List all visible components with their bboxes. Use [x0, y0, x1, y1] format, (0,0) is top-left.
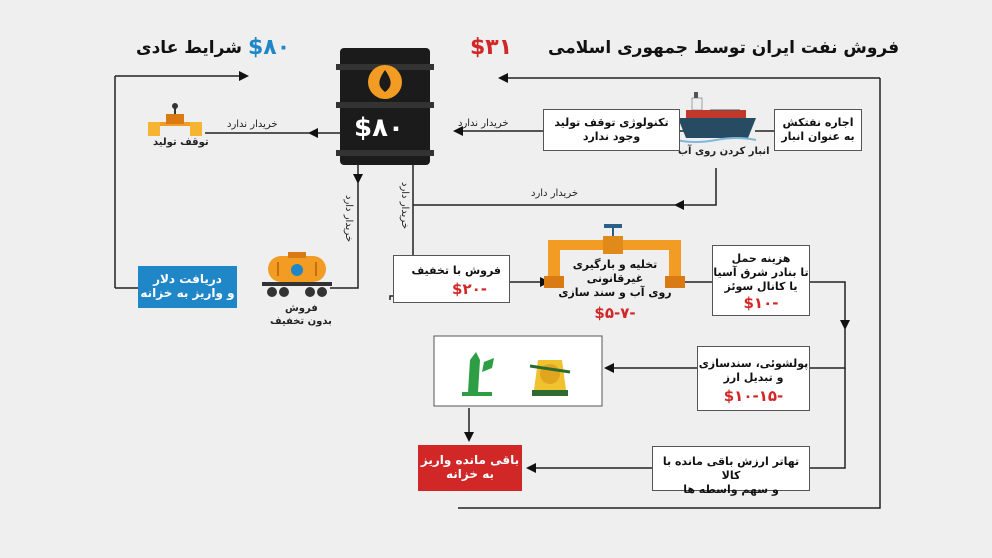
laundering-line2: و تبدیل ارز [723, 371, 784, 384]
no-buyer-left-label: خریدار ندارد [227, 119, 278, 130]
unload-text-block: تخلیه و بارگیری غیرقانونی روی آب و سند س… [548, 258, 682, 322]
laundering-line1: پولشوئی، سندسازی [698, 357, 809, 370]
hezbollah-flag-icon [458, 348, 494, 398]
sale-no-discount-line2: بدون تخفیف [270, 316, 332, 327]
connector-to-barter [810, 368, 846, 469]
kataib-hezbollah-emblem-icon [529, 360, 571, 396]
transport-box: هزینه حمل تا بنادر شرق آسیا یا کانال سوئ… [712, 245, 810, 316]
connector-to-laundering [810, 328, 846, 369]
has-buyer-vertical-label-1: خریدار دارد [343, 195, 354, 243]
tech-stop-box: تکنولوژی توقف تولید وجود ندارد [543, 109, 680, 151]
normal-conditions-label: شرایط عادی [136, 38, 242, 58]
unload-price: -$۵-۷ [594, 304, 636, 322]
oil-truck-icon [262, 252, 332, 297]
tech-stop-line2: وجود ندارد [582, 130, 641, 143]
connector-outer-loop [458, 78, 881, 509]
discount-sale-price: -$۲۰ [452, 280, 487, 298]
transport-price: -$۱۰ [743, 294, 779, 312]
oil-barrel-icon [336, 48, 434, 165]
laundering-box: پولشوئی، سندسازی و تبدیل ارز -$۱۰-۱۵ [697, 346, 810, 411]
tanker-lease-line1: اجاره نفتکش [782, 116, 854, 129]
pipeline-icon [544, 224, 685, 288]
tanker-ship-icon [675, 92, 757, 143]
no-buyer-right-label: خریدار ندارد [458, 118, 509, 129]
valve-icon [148, 103, 202, 136]
iran-price: $۳۱ [470, 35, 513, 60]
discount-sale-box: فروش با تخفیف -$۲۰ [393, 255, 510, 303]
has-buyer-vertical-label-2: خریدار دارد [399, 182, 410, 230]
connectors [114, 71, 881, 509]
transport-line2: تا بنادر شرق آسیا [713, 266, 809, 279]
unload-line2: روی آب و سند سازی [558, 286, 672, 299]
remaining-treasury-box: باقی مانده واریز به خزانه [418, 445, 522, 491]
dollar-treasury-line1: دریافت دلار [153, 272, 222, 286]
normal-price: $۸۰ [248, 35, 291, 60]
dollar-treasury-line2: و واریز به خزانه [140, 286, 235, 300]
barrel-price: $۸۰ [354, 113, 404, 143]
transport-line1: هزینه حمل [731, 252, 791, 265]
connector-ship-down [674, 168, 717, 210]
proxy-logos-panel [433, 335, 603, 407]
barter-box: تهاتر ارزش باقی مانده با کالا و سهم واسط… [652, 446, 810, 496]
barter-line2: و سهم واسطه ها [683, 483, 779, 496]
connector-barrel-down-sale [330, 182, 359, 289]
tanker-lease-line2: به عنوان انبار [781, 130, 855, 143]
tanker-lease-box: اجاره نفتکش به عنوان انبار [774, 109, 862, 151]
barter-line1: تهاتر ارزش باقی مانده با کالا [662, 455, 800, 482]
transport-line3: یا کانال سوئز [724, 280, 798, 293]
laundering-price: -$۱۰-۱۵ [723, 387, 784, 405]
remaining-treasury-line2: به خزانه [446, 467, 494, 481]
dollar-treasury-box: دریافت دلار و واریز به خزانه [138, 266, 237, 308]
connector-transport-down [810, 281, 850, 330]
discount-sale-text: فروش با تخفیف [411, 264, 501, 277]
has-buyer-horizontal-label: خریدار دارد [531, 188, 579, 199]
page-title: فروش نفت ایران توسط جمهوری اسلامی [548, 38, 900, 58]
tech-stop-line1: تکنولوژی توقف تولید [554, 116, 669, 129]
remaining-treasury-line1: باقی مانده واریز [420, 453, 520, 467]
unload-line1: تخلیه و بارگیری غیرقانونی [572, 258, 658, 285]
floating-storage-label: انبار کردن روی آب [678, 146, 770, 157]
stop-production-label: توقف تولید [153, 137, 209, 148]
sale-no-discount-line1: فروش [285, 303, 318, 314]
